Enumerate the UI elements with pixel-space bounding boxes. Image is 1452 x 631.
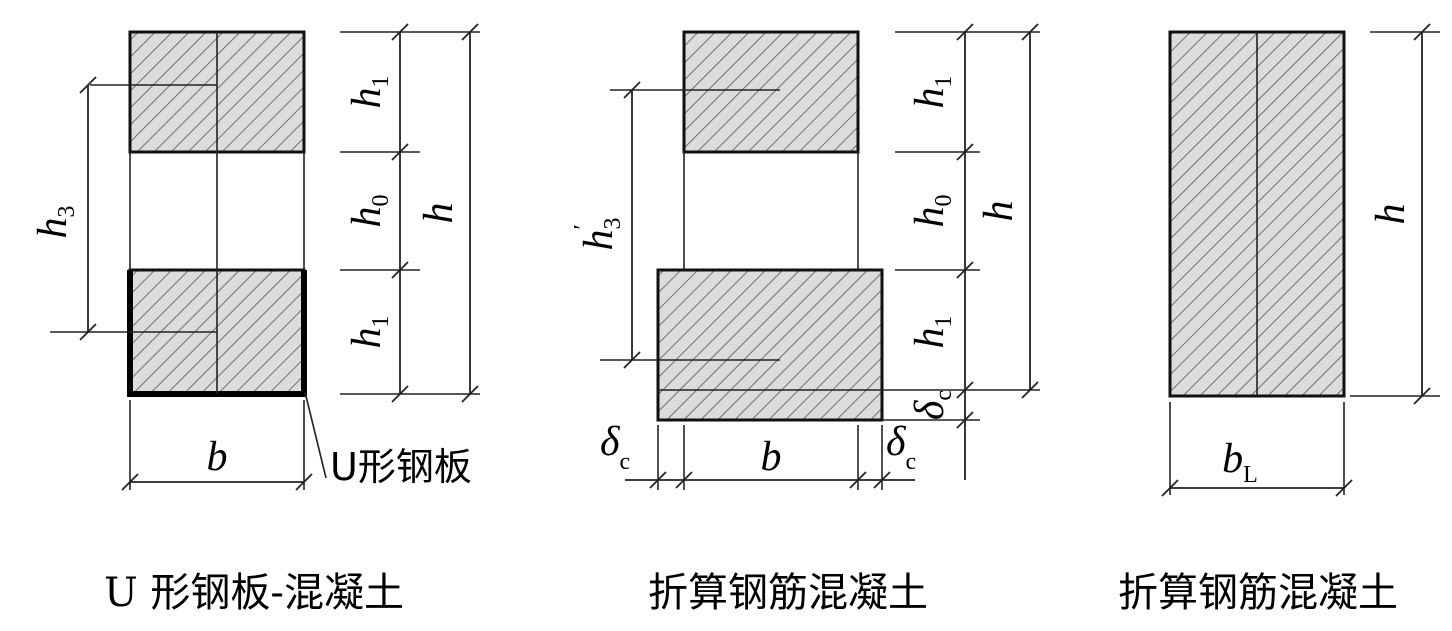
panel-converted-rc: h3′ b δc δc h1 h0 h1 δc h (570, 23, 1040, 490)
h0-label: h0 (907, 195, 957, 228)
b-label: b (207, 434, 228, 480)
h-label: h (976, 201, 1022, 222)
h3-prime-label: h3′ (570, 218, 626, 251)
h1-bottom-label: h1 (344, 316, 394, 349)
caption-converted-rc: 折算钢筋混凝土 (648, 570, 928, 616)
bottom-widened-block (656, 268, 884, 422)
delta-vertical-label: δc (907, 390, 957, 420)
delta-right-label: δc (886, 419, 916, 475)
h1-top-label: h1 (907, 76, 957, 109)
h-label: h (1368, 204, 1414, 225)
bL-label: bL (1222, 436, 1258, 488)
delta-left-label: δc (600, 419, 630, 475)
top-concrete-block (682, 30, 860, 154)
panel-u-plate: h3 b U形钢板 h1 h0 h1 h (30, 23, 480, 491)
h1-bottom-label: h1 (907, 316, 957, 349)
u-plate-label: U形钢板 (330, 445, 472, 489)
h-label: h (416, 203, 462, 224)
b-label: b (761, 434, 782, 480)
caption-u-plate: U 形钢板-混凝土 (104, 570, 404, 616)
u-plate-leader (304, 391, 327, 479)
panel-converted-solid: bL h (1161, 23, 1440, 497)
h0-label: h0 (344, 195, 394, 228)
h1-top-label: h1 (344, 76, 394, 109)
h3-label: h3 (30, 206, 80, 239)
caption-converted-solid: 折算钢筋混凝土 (1118, 570, 1398, 616)
